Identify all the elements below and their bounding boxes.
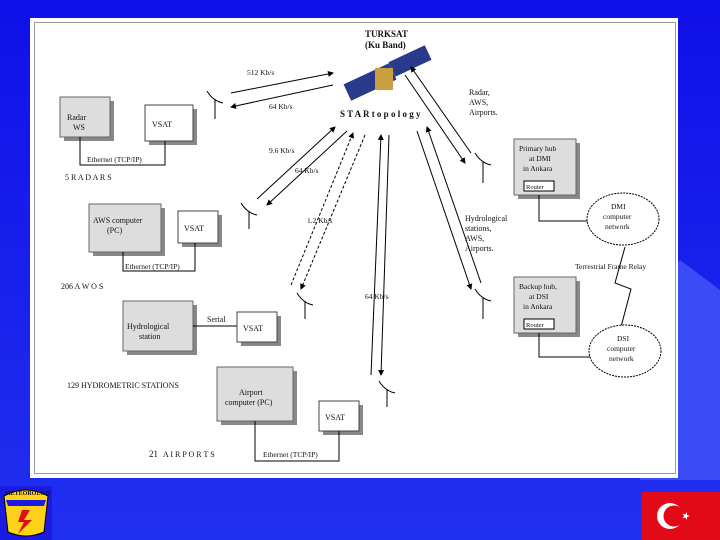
backup-router-label: Router	[526, 322, 545, 329]
mid-right-label-3: AWS,	[465, 234, 484, 243]
primary-hub-line3: in Ankara	[523, 164, 553, 173]
airport-computer-line1: Airport	[239, 388, 263, 397]
aws-down-rate: 64 Kb/s	[295, 166, 319, 175]
airport-dish-icon	[378, 380, 396, 407]
backup-hub-line3: in Ankara	[523, 302, 553, 311]
airport-computer-line2: computer (PC)	[225, 398, 273, 407]
primary-dish-icon	[474, 152, 492, 183]
mid-right-label-2: stations,	[465, 224, 491, 233]
frame-relay-link	[614, 246, 632, 328]
backup-router	[523, 318, 555, 330]
dmi-network-cloud	[586, 192, 660, 246]
primary-hub-line2: at DMI	[529, 154, 551, 163]
meteoroloji-logo: METEOROLOJI	[0, 486, 52, 540]
awos-group-label: 206 A W O S	[61, 282, 103, 291]
dmi-network-line3: network	[605, 222, 630, 231]
aws-vsat-box	[177, 210, 222, 247]
top-right-label-1: Radar,	[469, 88, 490, 97]
aws-computer-line1: AWS computer	[93, 216, 143, 225]
airport-computer-box	[216, 366, 297, 425]
satellite-band: (Ku Band)	[365, 40, 406, 50]
aws-ethernet-label: Ethernet (TCP/IP)	[125, 262, 180, 271]
radar-ws-box	[59, 96, 114, 141]
logo-text: METEOROLOJI	[5, 491, 51, 497]
satellite-icon	[343, 45, 432, 101]
serial-label: Serial	[207, 315, 226, 324]
airports-group-label: A I R P O R T S	[163, 450, 215, 459]
airport-ethernet-label: Ethernet (TCP/IP)	[263, 450, 318, 459]
mid-right-label-1: Hydrological	[465, 214, 508, 223]
hydro-rate: 1.2 Kb/s	[307, 216, 333, 225]
hydro-station-line1: Hydrological	[127, 322, 170, 331]
dmi-network-line1: DMI	[611, 202, 626, 211]
radar-vsat-box	[144, 104, 197, 145]
star-topology-diagram: TURKSAT (Ku Band) S T A R t o p o l o g …	[34, 22, 676, 474]
aws-up-rate: 9.6 Kb/s	[269, 146, 295, 155]
hydro-station-box	[122, 300, 197, 355]
top-right-label-2: AWS,	[469, 98, 488, 107]
dmi-network-line2: computer	[603, 212, 632, 221]
radar-vsat-label: VSAT	[152, 120, 172, 129]
airport-vsat-box	[318, 400, 363, 435]
radar-dish-icon	[206, 90, 224, 119]
top-right-label-3: Airports.	[469, 108, 498, 117]
primary-router-label: Router	[526, 184, 545, 191]
backup-dish-icon	[474, 288, 492, 319]
topology-label: S T A R t o p o l o g y	[340, 109, 421, 119]
radar-ws-line2: WS	[73, 123, 85, 132]
dsi-network-line2: computer	[607, 344, 636, 353]
primary-router	[523, 180, 555, 192]
hydro-dish-icon	[296, 292, 314, 319]
aws-computer-line2: (PC)	[107, 226, 122, 235]
aws-vsat-label: VSAT	[184, 224, 204, 233]
radar-up-rate: 512 Kb/s	[247, 68, 274, 77]
dsi-network-line3: network	[609, 354, 634, 363]
airport-vsat-label: VSAT	[325, 413, 345, 422]
dsi-network-cloud	[588, 324, 662, 378]
radar-down-rate: 64 Kb/s	[269, 102, 293, 111]
aws-dish-icon	[240, 202, 258, 229]
airport-rate: 64 Kb/s	[365, 292, 389, 301]
hydro-vsat-box	[236, 311, 281, 346]
dsi-network-line1: DSI	[617, 334, 630, 343]
frame-relay-label: Terrestrial Frame Relay	[575, 262, 646, 271]
mid-right-label-4: Airports.	[465, 244, 494, 253]
satellite-name: TURKSAT	[365, 29, 408, 39]
hydro-vsat-label: VSAT	[243, 324, 263, 333]
airports-count: 21	[149, 449, 158, 459]
primary-hub-line1: Primary hub	[519, 144, 557, 153]
aws-computer-box	[88, 203, 165, 256]
radar-ethernet-label: Ethernet (TCP/IP)	[87, 155, 142, 164]
radar-ws-line1: Radar	[67, 113, 86, 122]
backup-hub-line1: Backup hub,	[519, 282, 557, 291]
hydro-station-line2: station	[139, 332, 160, 341]
radars-group-label: 5 R A D A R S	[65, 173, 112, 182]
backup-hub-line2: at DSI	[529, 292, 549, 301]
turkey-flag	[642, 492, 720, 540]
hydrometric-group-label: 129 HYDROMETRIC STATIONS	[67, 381, 179, 390]
